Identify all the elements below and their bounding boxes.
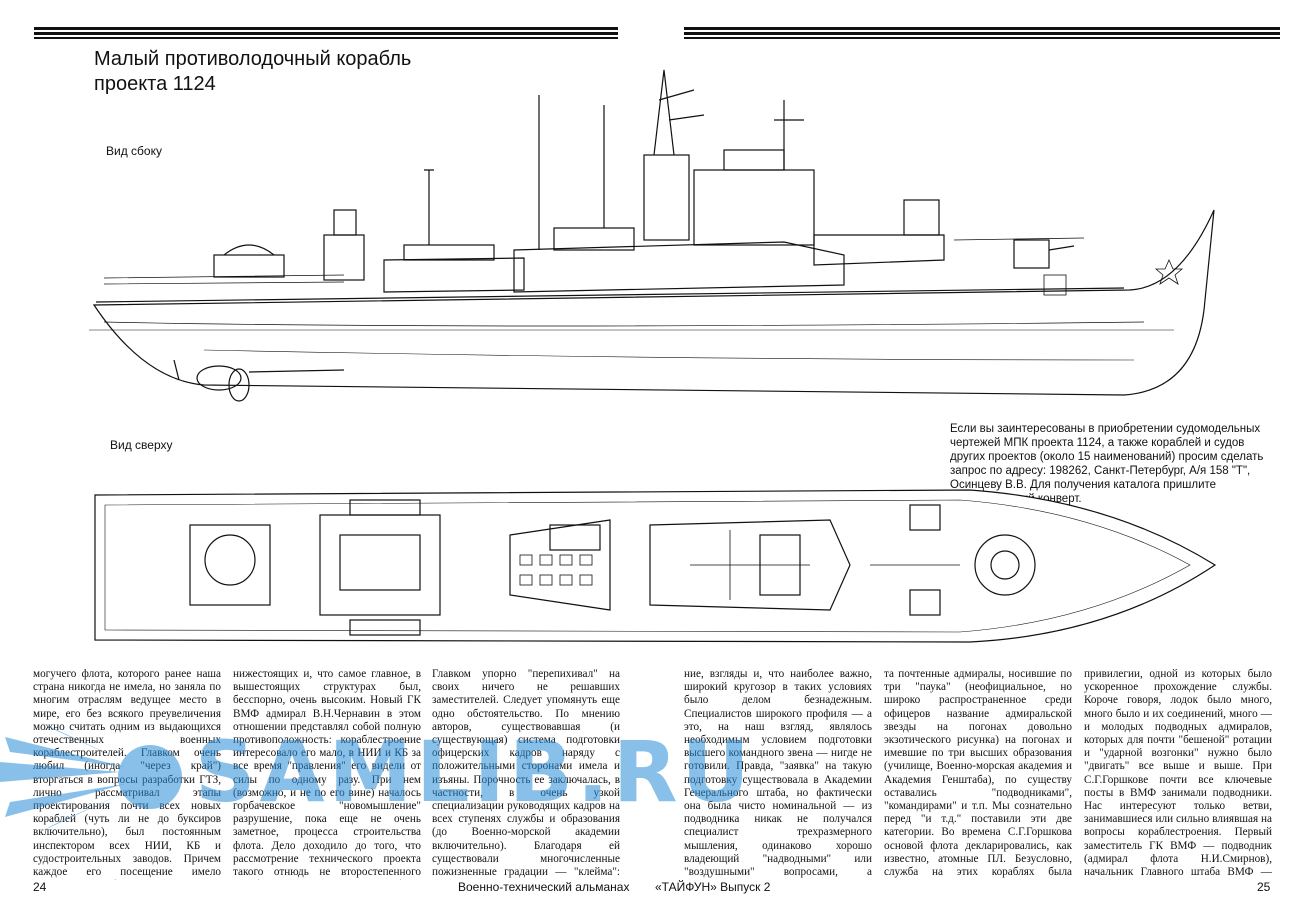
ship-top-view-drawing — [90, 480, 1230, 655]
header-rule-left — [34, 27, 618, 39]
watermark-text: SAMLIB.RU — [195, 723, 754, 821]
page-number-right: 25 — [1257, 880, 1271, 894]
article-column-3: Главком упорно "перепихивал" на своих ни… — [432, 668, 620, 880]
article-column-6: привилегии, одной из которых было ускоре… — [1084, 668, 1272, 880]
order-note: Если вы заинтересованы в приобретении су… — [950, 423, 1264, 505]
header-rule-right — [684, 27, 1280, 39]
page-title: Малый противолодочный корабль проекта 11… — [94, 47, 454, 97]
footer-issue-title: «ТАЙФУН» Выпуск 2 — [655, 880, 771, 894]
title-line-1: Малый противолодочный корабль — [94, 48, 412, 70]
page-number-left: 24 — [33, 880, 47, 894]
top-view-label: Вид сверху — [110, 438, 173, 452]
ship-side-view-drawing — [84, 60, 1234, 430]
article-column-5: та почтенные адмиралы, носившие по три "… — [884, 668, 1072, 880]
article-column-1: могучего флота, которого ранее наша стра… — [33, 668, 221, 880]
title-line-2: проекта 1124 — [94, 73, 216, 95]
article-column-2: нижестоящих и, что самое главное, в выше… — [233, 668, 421, 880]
side-view-label: Вид сбоку — [106, 144, 162, 158]
footer-almanac-title: Военно-технический альманах — [458, 880, 630, 894]
article-column-4: ние, взгляды и, что наиболее важно, широ… — [684, 668, 872, 880]
